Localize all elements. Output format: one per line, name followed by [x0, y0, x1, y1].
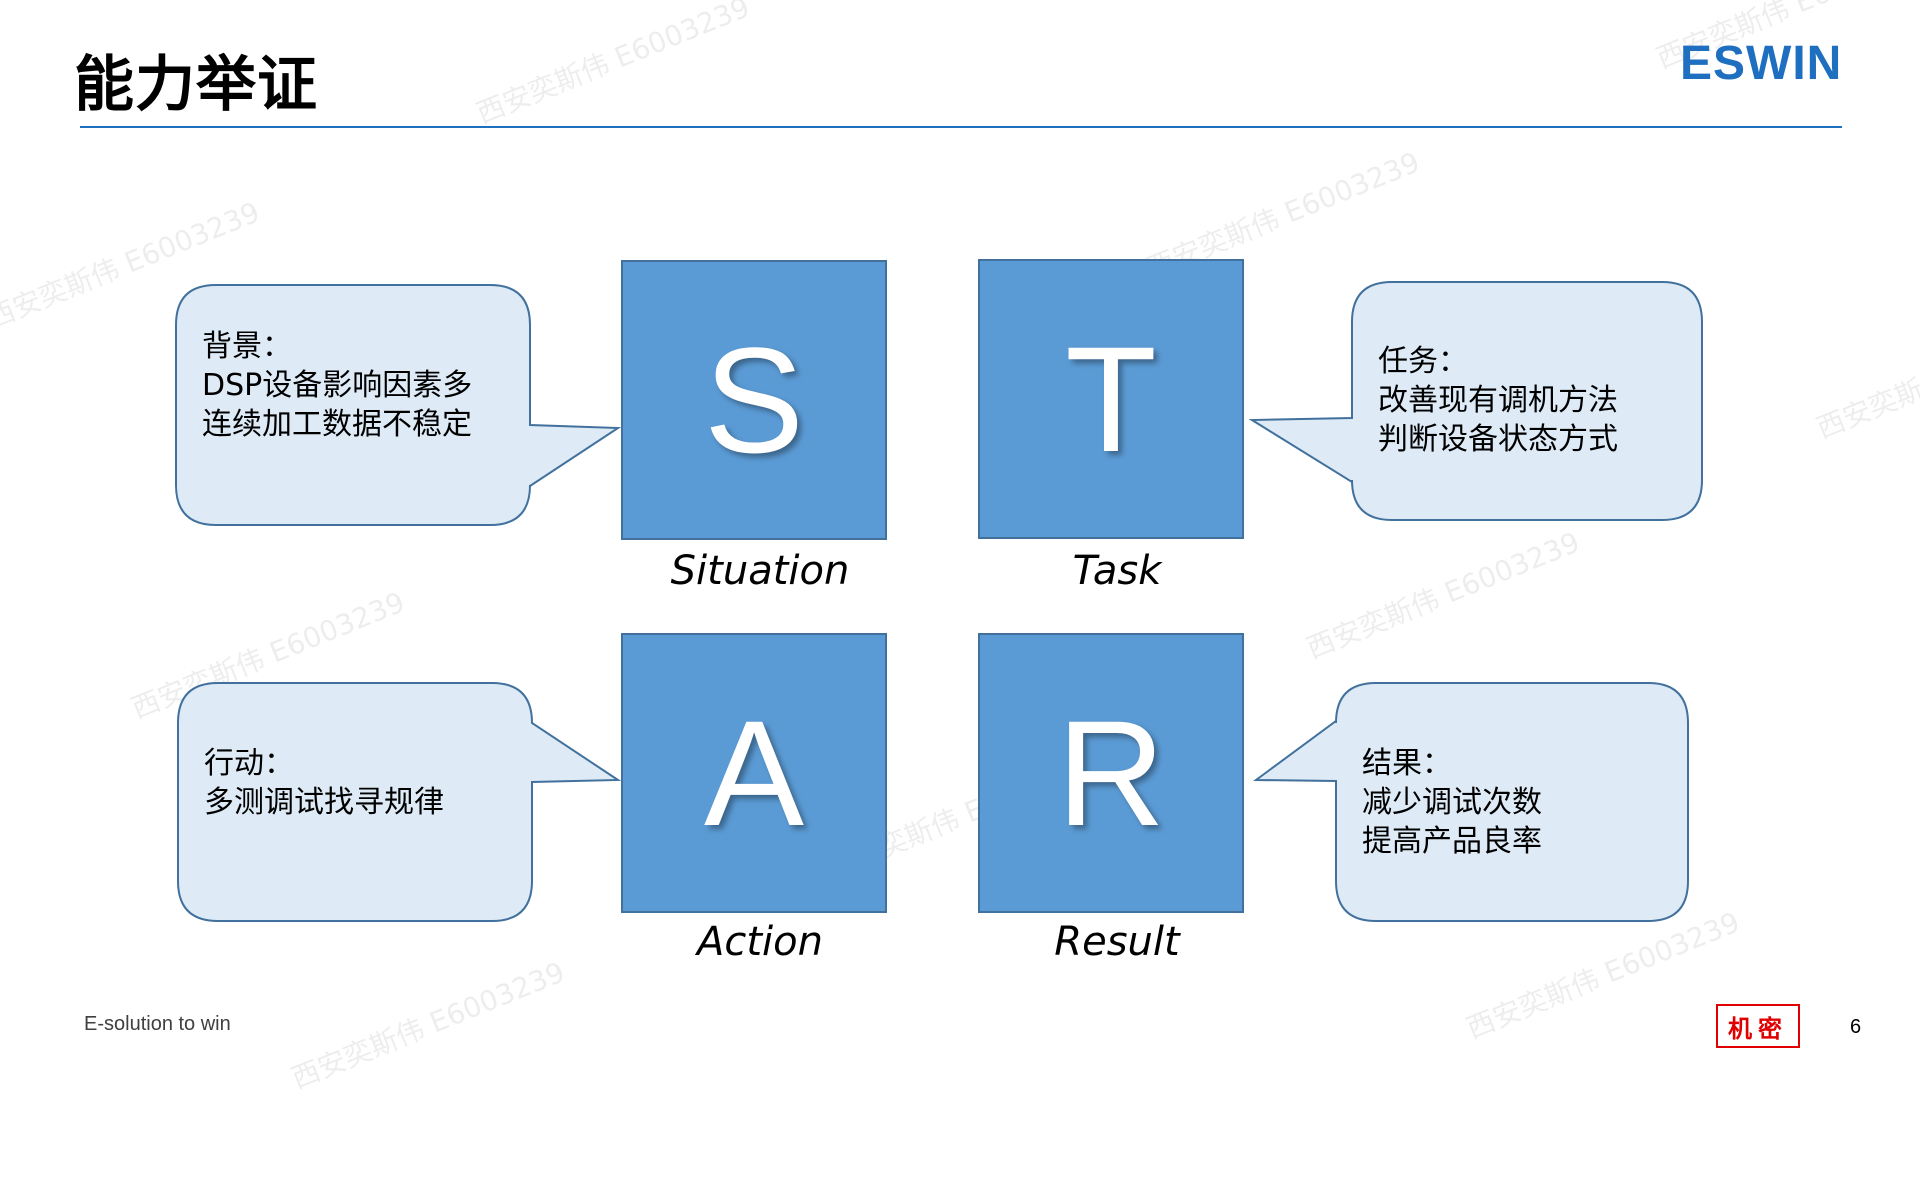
result-callout-bubble: [1253, 682, 1689, 922]
situation-callout-bubble: [175, 284, 622, 526]
action-callout-line: 行动：: [204, 746, 294, 781]
title-divider: [80, 126, 1842, 128]
result-callout-line: 减少调试次数: [1362, 785, 1542, 820]
situation-callout-line: 连续加工数据不稳定: [202, 407, 472, 442]
situation-box: S: [621, 260, 887, 540]
action-callout-line: 多测调试找寻规律: [204, 785, 444, 820]
result-letter: R: [1056, 689, 1166, 857]
action-letter: A: [703, 689, 805, 857]
result-box: R: [978, 633, 1244, 913]
action-box: A: [621, 633, 887, 913]
situation-callout-line: 背景：: [202, 329, 292, 364]
situation-label: Situation: [670, 548, 850, 594]
task-callout-text: 任务： 改善现有调机方法 判断设备状态方式: [1378, 342, 1618, 459]
company-logo: ESWIN: [1680, 37, 1843, 90]
slide-title: 能力举证: [74, 50, 318, 120]
situation-callout-line: DSP设备影响因素多: [202, 368, 473, 403]
action-label: Action: [697, 919, 823, 965]
task-callout-line: 改善现有调机方法: [1378, 383, 1618, 418]
situation-callout-text: 背景： DSP设备影响因素多 连续加工数据不稳定: [202, 327, 472, 444]
situation-letter: S: [703, 316, 805, 484]
task-box: T: [978, 259, 1244, 539]
result-callout-line: 结果：: [1362, 746, 1452, 781]
action-callout-text: 行动： 多测调试找寻规律: [204, 744, 444, 822]
page-number: 6: [1850, 1016, 1862, 1038]
task-callout-line: 判断设备状态方式: [1378, 422, 1618, 457]
task-callout-line: 任务：: [1378, 344, 1468, 379]
task-letter: T: [1065, 315, 1157, 483]
action-callout-bubble: [177, 682, 622, 922]
footer-slogan: E-solution to win: [84, 1013, 231, 1035]
result-callout-text: 结果： 减少调试次数 提高产品良率: [1362, 744, 1542, 861]
result-callout-line: 提高产品良率: [1362, 824, 1542, 859]
result-label: Result: [1054, 919, 1180, 965]
task-label: Task: [1072, 548, 1162, 594]
task-callout-bubble: [1248, 281, 1703, 521]
confidential-stamp: 机密: [1716, 1004, 1800, 1048]
